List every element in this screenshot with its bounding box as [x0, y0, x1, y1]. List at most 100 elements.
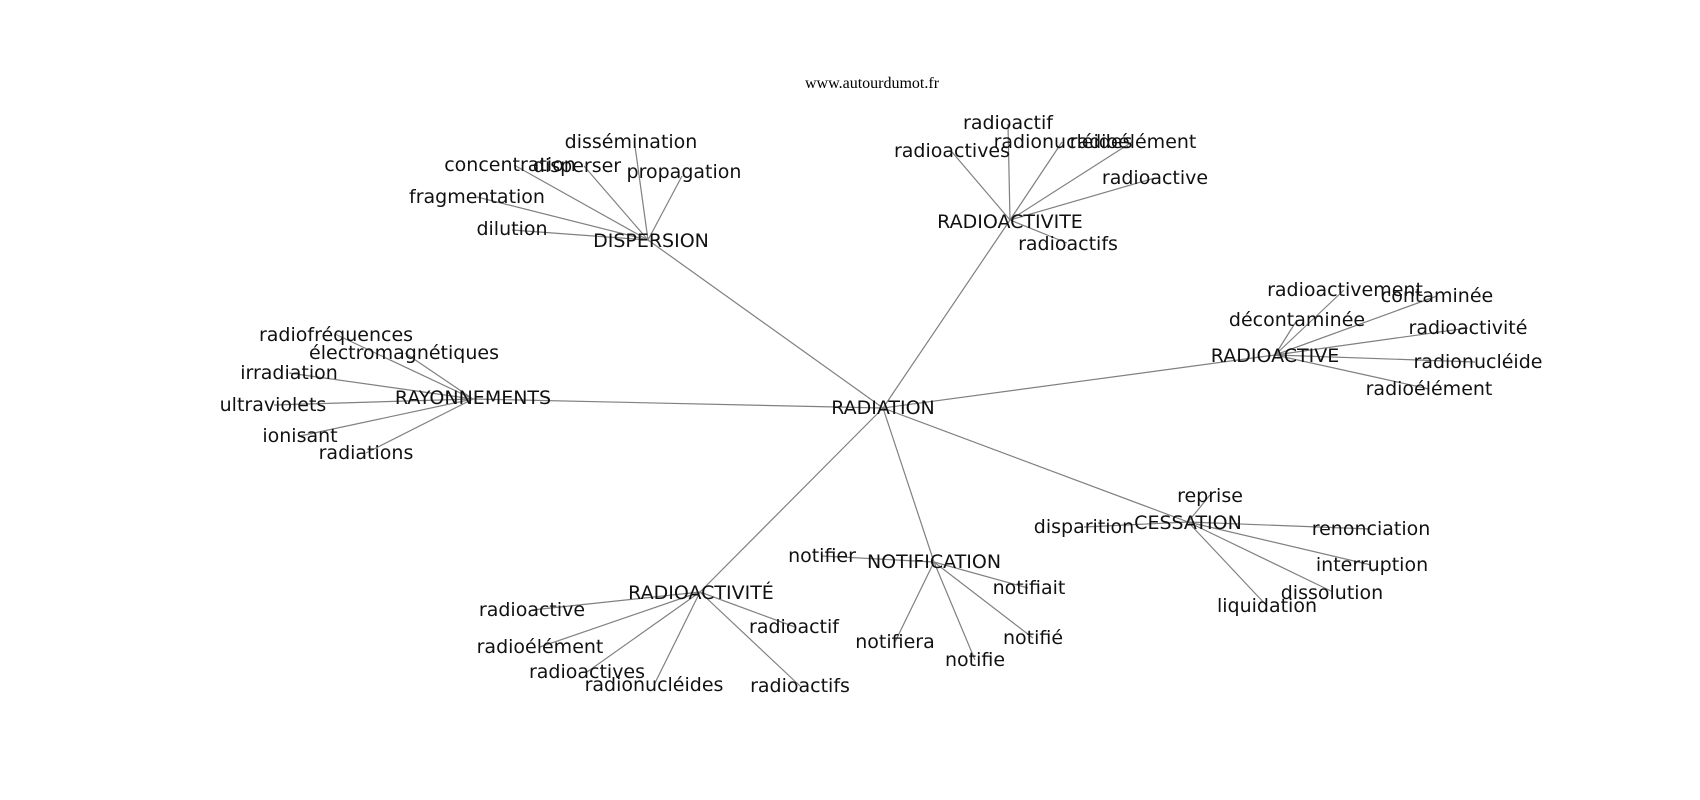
group-node-dispersion: DISPERSION [593, 230, 709, 252]
word-node-notifier: notifier [788, 545, 856, 567]
word-node-disperser: disperser [533, 155, 621, 177]
word-node-radioactive: radioactive [1102, 167, 1208, 189]
edge-dispersion-propagation [647, 175, 683, 241]
edge-radioactive-decontaminee [1274, 319, 1298, 356]
edge-radioactive-radionucleide [1274, 354, 1476, 363]
word-node-radionucleide: radionucléide [1414, 351, 1543, 373]
word-node-ultraviolets: ultraviolets [220, 394, 327, 416]
edge-radioactivite-radioactive [1009, 177, 1156, 221]
group-node-notification: NOTIFICATION [867, 551, 1001, 573]
edge-rayonnements-ultraviolets [273, 398, 474, 406]
edge-radioactivite-radioactive [531, 591, 701, 611]
edge-cessation-disparition [1083, 521, 1189, 528]
edge-cessation-renonciation [1187, 521, 1371, 530]
edge-radioactivite-radioactifs [699, 591, 801, 687]
word-node-radioactivite: radioactivité [1409, 317, 1528, 339]
word-node-notifiera: notifiera [855, 631, 935, 653]
word-node-radioelement: radioélément [477, 636, 604, 658]
word-node-radioactifs: radioactifs [750, 675, 850, 697]
edge-center-cessation [882, 407, 1189, 523]
edge-notification-notifie [933, 561, 976, 661]
edge-notification-notifier [821, 555, 935, 563]
word-node-radioactivement: radioactivement [1267, 279, 1423, 301]
word-node-radioactif: radioactif [749, 616, 840, 638]
word-node-electromagnetiques: électromagnétiques [309, 342, 499, 364]
word-node-renonciation: renonciation [1312, 518, 1431, 540]
word-node-fragmentation: fragmentation [409, 186, 545, 208]
edge-cessation-dissolution [1187, 521, 1334, 593]
edge-cessation-reprise [1187, 494, 1211, 523]
word-node-ionisant: ionisant [262, 425, 337, 447]
word-node-irradiation: irradiation [240, 362, 338, 384]
word-node-radioactives: radioactives [529, 661, 645, 683]
edge-radioactive-contaminee [1274, 295, 1438, 356]
word-node-radioactive: radioactive [479, 599, 585, 621]
word-node-liquidation: liquidation [1217, 595, 1317, 617]
edge-dispersion-concentration [513, 164, 649, 241]
word-node-radionucleides: radionucléides [585, 674, 724, 696]
edge-dispersion-disperser [583, 165, 649, 241]
word-node-dissemination: dissémination [565, 131, 698, 153]
edge-rayonnements-electromagnetiques [404, 352, 474, 400]
edge-center-radioactive [882, 354, 1276, 409]
word-node-radioactif: radioactif [963, 112, 1054, 134]
edge-radioactivite-radioactifs [1009, 219, 1068, 244]
word-node-propagation: propagation [627, 161, 742, 183]
edge-notification-notifie [933, 561, 1034, 639]
edge-rayonnements-ionisant [299, 398, 474, 437]
edge-radioactive-radioactivement [1274, 289, 1345, 356]
source-url: www.autourdumot.fr [805, 75, 940, 92]
edge-notification-notifiait [933, 561, 1029, 589]
edge-notification-notifiera [894, 561, 935, 643]
edge-radioactivite-radioactif [699, 591, 796, 628]
edge-center-radioactivite [699, 407, 884, 593]
word-node-radiofrequences: radiofréquences [259, 324, 413, 346]
word-node-decontaminee: décontaminée [1229, 309, 1365, 331]
word-node-interruption: interruption [1316, 554, 1428, 576]
edge-rayonnements-irradiation [288, 372, 474, 400]
edge-radioactive-radioelement [1274, 354, 1430, 390]
word-node-notifiait: notifiait [993, 577, 1066, 599]
edge-radioactivite-radioelement [539, 591, 701, 648]
word-node-radioactifs: radioactifs [1018, 233, 1118, 255]
group-node-radioactivite: RADIOACTIVITÉ [628, 581, 774, 604]
word-node-radionucleides: radionucléides [994, 131, 1133, 153]
center-node-label: RADIATION [831, 397, 935, 419]
edge-radioactivite-radionucleides [1009, 141, 1063, 221]
word-node-notifie: notifié [1003, 627, 1063, 649]
group-node-rayonnements: RAYONNEMENTS [395, 387, 551, 409]
graph-labels: RADIATION DISPERSION disséminationconcentr… [220, 112, 1543, 697]
word-node-disparition: disparition [1034, 516, 1134, 538]
edge-radioactivite-radioactives [586, 591, 701, 673]
edge-dispersion-dilution [511, 229, 649, 241]
edge-radioactivite-radioactives [951, 151, 1011, 221]
edge-center-notification [882, 407, 935, 563]
word-node-radioelement: radioélément [1366, 378, 1493, 400]
edge-radioactivite-radioelement [1009, 141, 1133, 221]
graph-edges [273, 123, 1476, 687]
edge-radioactive-radioactivite [1274, 327, 1469, 356]
edge-center-rayonnements [472, 398, 884, 409]
edge-dispersion-fragmentation [476, 196, 649, 241]
graph-group: RADIATION DISPERSION disséminationconcentr… [220, 112, 1543, 697]
word-node-dissolution: dissolution [1281, 582, 1383, 604]
word-node-notifie: notifie [945, 649, 1005, 671]
group-node-cessation: CESSATION [1134, 512, 1242, 534]
word-node-concentration: concentration [444, 154, 576, 176]
word-node-radioactives: radioactives [894, 140, 1010, 162]
edge-center-dispersion [647, 239, 884, 409]
word-node-dilution: dilution [476, 218, 547, 240]
edge-radioactivite-radioactif [1007, 123, 1011, 221]
word-node-radiations: radiations [319, 442, 414, 464]
group-node-radioactive: RADIOACTIVE [1211, 345, 1339, 367]
edge-rayonnements-radiations [365, 398, 474, 454]
group-node-radioactivite: RADIOACTIVITE [937, 211, 1083, 233]
edge-rayonnements-radiofrequences [334, 333, 474, 400]
edge-cessation-liquidation [1187, 521, 1268, 607]
word-node-radioelement: radioélément [1070, 131, 1197, 153]
word-node-contaminee: contaminée [1381, 285, 1493, 307]
edge-dispersion-dissemination [634, 145, 649, 241]
edge-center-radioactivite [882, 219, 1011, 409]
edge-radioactivite-radionucleides [653, 591, 701, 686]
